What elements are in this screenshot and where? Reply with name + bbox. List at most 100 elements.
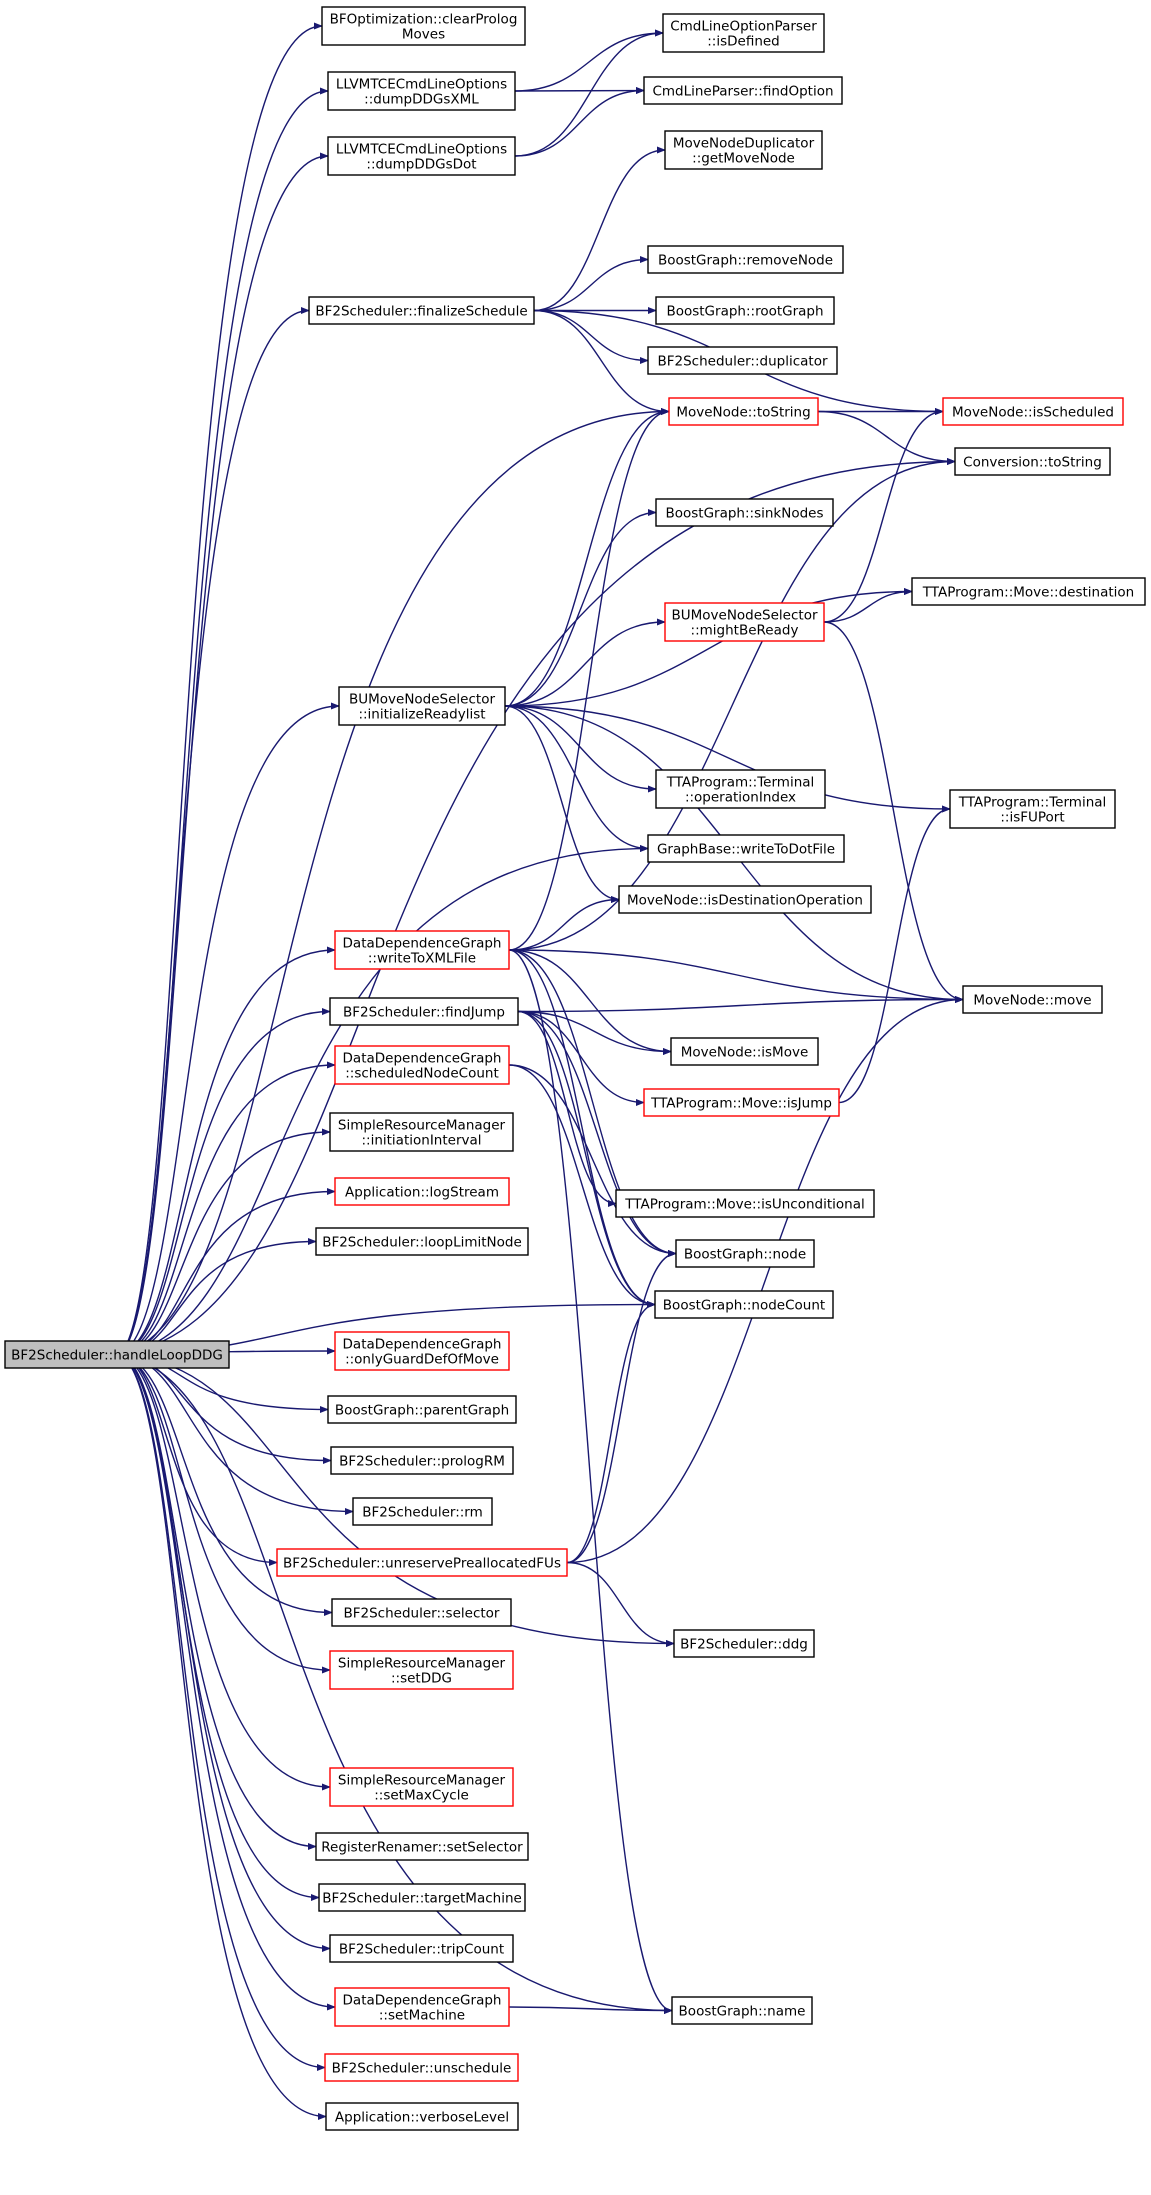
node-isJump[interactable]: TTAProgram::Move::isJump bbox=[643, 1088, 840, 1117]
node-box bbox=[331, 1598, 512, 1627]
edge-root-to-setMaxCycle bbox=[119, 1353, 331, 1791]
node-box bbox=[321, 6, 526, 46]
node-initInterval[interactable]: SimpleResourceManager::initiationInterva… bbox=[329, 1112, 514, 1152]
node-duplicator[interactable]: BF2Scheduler::duplicator bbox=[647, 346, 838, 375]
node-initReady[interactable]: BUMoveNodeSelector::initializeReadylist bbox=[338, 686, 506, 726]
edge-writeXML-to-convToString bbox=[508, 457, 956, 951]
node-box bbox=[329, 997, 519, 1026]
edge-root-to-tripCount bbox=[119, 1353, 331, 1953]
edge-root-to-setSelector bbox=[119, 1353, 317, 1851]
node-isDefined[interactable]: CmdLineOptionParser::isDefined bbox=[662, 13, 825, 53]
node-finalize[interactable]: BF2Scheduler::finalizeSchedule bbox=[308, 296, 535, 325]
node-targetMachine[interactable]: BF2Scheduler::targetMachine bbox=[318, 1883, 526, 1912]
node-box bbox=[324, 2053, 519, 2082]
node-label: BF2Scheduler::findJump bbox=[343, 1005, 505, 1021]
node-label: ::mightBeReady bbox=[691, 623, 799, 639]
node-loopLimit[interactable]: BF2Scheduler::loopLimitNode bbox=[315, 1227, 529, 1256]
edge-unreserve-to-nodeCount bbox=[566, 1300, 656, 1564]
node-box bbox=[329, 1934, 514, 1963]
node-box bbox=[949, 789, 1116, 829]
node-setDDG[interactable]: SimpleResourceManager::setDDG bbox=[329, 1650, 514, 1690]
node-isDestOp[interactable]: MoveNode::isDestinationOperation bbox=[618, 885, 872, 914]
node-tripCount[interactable]: BF2Scheduler::tripCount bbox=[329, 1934, 514, 1963]
edge-root-to-schedCount bbox=[119, 1061, 336, 1356]
node-dumpXML[interactable]: LLVMTCECmdLineOptions::dumpDDGsXML bbox=[327, 71, 516, 111]
node-opIndex[interactable]: TTAProgram::Terminal::operationIndex bbox=[655, 769, 826, 809]
node-label: DataDependenceGraph bbox=[343, 936, 502, 952]
edge-mightBeReady-to-destination bbox=[823, 587, 913, 623]
node-label: ::onlyGuardDefOfMove bbox=[345, 1352, 499, 1368]
node-findOption[interactable]: CmdLineParser::findOption bbox=[643, 76, 843, 105]
node-bgName[interactable]: BoostGraph::name bbox=[671, 1996, 813, 2025]
node-label: DataDependenceGraph bbox=[343, 1993, 502, 2009]
node-findJump[interactable]: BF2Scheduler::findJump bbox=[329, 997, 519, 1026]
edge-unreserve-to-mnMove bbox=[566, 995, 964, 1564]
node-convToString[interactable]: Conversion::toString bbox=[954, 447, 1111, 476]
node-isUncond[interactable]: TTAProgram::Move::isUnconditional bbox=[615, 1189, 875, 1218]
node-bgNode[interactable]: BoostGraph::node bbox=[675, 1239, 815, 1268]
node-isMove[interactable]: MoveNode::isMove bbox=[670, 1037, 819, 1066]
node-box bbox=[647, 834, 845, 863]
node-destination[interactable]: TTAProgram::Move::destination bbox=[911, 577, 1146, 606]
node-verbose[interactable]: Application::verboseLevel bbox=[325, 2102, 519, 2131]
node-label: BoostGraph::parentGraph bbox=[335, 1403, 509, 1419]
node-dumpDot[interactable]: LLVMTCECmdLineOptions::dumpDDGsDot bbox=[327, 136, 516, 176]
node-box bbox=[643, 76, 843, 105]
node-box bbox=[643, 1088, 840, 1117]
node-isScheduled[interactable]: MoveNode::isScheduled bbox=[942, 397, 1124, 426]
node-parentGraph[interactable]: BoostGraph::parentGraph bbox=[327, 1395, 517, 1424]
node-rootGraph[interactable]: BoostGraph::rootGraph bbox=[655, 296, 835, 325]
node-label: ::dumpDDGsDot bbox=[366, 157, 476, 173]
edge-root-to-mnToString bbox=[119, 407, 670, 1356]
node-label: BoostGraph::rootGraph bbox=[666, 304, 823, 320]
node-box bbox=[647, 346, 838, 375]
node-schedCount[interactable]: DataDependenceGraph::scheduledNodeCount bbox=[334, 1045, 510, 1085]
node-onlyGuard[interactable]: DataDependenceGraph::onlyGuardDefOfMove bbox=[334, 1331, 510, 1371]
node-logStream[interactable]: Application::logStream bbox=[334, 1177, 510, 1206]
edge-root-to-initInterval bbox=[119, 1128, 331, 1356]
node-mnToString[interactable]: MoveNode::toString bbox=[668, 397, 819, 426]
node-writeDot[interactable]: GraphBase::writeToDotFile bbox=[647, 834, 845, 863]
node-box bbox=[330, 1446, 514, 1475]
edge-root-to-writeXML bbox=[119, 946, 336, 1356]
node-box bbox=[615, 1189, 875, 1218]
node-label: BF2Scheduler::selector bbox=[344, 1606, 500, 1622]
node-label: SimpleResourceManager bbox=[338, 1656, 506, 1672]
node-writeXML[interactable]: DataDependenceGraph::writeToXMLFile bbox=[334, 930, 510, 970]
node-isFUPort[interactable]: TTAProgram::Terminal::isFUPort bbox=[949, 789, 1116, 829]
node-nodeCount[interactable]: BoostGraph::nodeCount bbox=[654, 1290, 834, 1319]
node-label: BF2Scheduler::handleLoopDDG bbox=[11, 1348, 223, 1364]
node-unreserve[interactable]: BF2Scheduler::unreservePreallocatedFUs bbox=[276, 1548, 568, 1577]
node-sinkNodes[interactable]: BoostGraph::sinkNodes bbox=[655, 498, 834, 527]
edge-finalize-to-mnToString bbox=[533, 309, 670, 416]
node-rm[interactable]: BF2Scheduler::rm bbox=[352, 1497, 493, 1526]
node-label: ::isDefined bbox=[707, 34, 780, 50]
node-label: BoostGraph::removeNode bbox=[658, 253, 833, 269]
node-selector[interactable]: BF2Scheduler::selector bbox=[331, 1598, 512, 1627]
node-box bbox=[654, 1290, 834, 1319]
node-mightBeReady[interactable]: BUMoveNodeSelector::mightBeReady bbox=[664, 602, 825, 642]
node-setMachine[interactable]: DataDependenceGraph::setMachine bbox=[334, 1987, 510, 2027]
edge-root-to-selector bbox=[119, 1353, 333, 1617]
node-mnMove[interactable]: MoveNode::move bbox=[962, 985, 1103, 1014]
node-label: TTAProgram::Move::destination bbox=[922, 585, 1134, 601]
node-label: BF2Scheduler::tripCount bbox=[339, 1942, 504, 1958]
node-label: GraphBase::writeToDotFile bbox=[657, 842, 835, 858]
node-getMoveNode[interactable]: MoveNodeDuplicator::getMoveNode bbox=[664, 130, 823, 170]
node-setMaxCycle[interactable]: SimpleResourceManager::setMaxCycle bbox=[329, 1767, 514, 1807]
node-box bbox=[334, 930, 510, 970]
node-label: BF2Scheduler::prologRM bbox=[339, 1454, 505, 1470]
edge-initReady-to-sinkNodes bbox=[504, 508, 657, 707]
node-prologRM[interactable]: BF2Scheduler::prologRM bbox=[330, 1446, 514, 1475]
node-box bbox=[334, 1987, 510, 2027]
node-label: TTAProgram::Move::isJump bbox=[650, 1096, 832, 1112]
node-setSelector[interactable]: RegisterRenamer::setSelector bbox=[315, 1832, 529, 1861]
node-removeNode[interactable]: BoostGraph::removeNode bbox=[647, 245, 844, 274]
node-unschedule[interactable]: BF2Scheduler::unschedule bbox=[324, 2053, 519, 2082]
node-ddg[interactable]: BF2Scheduler::ddg bbox=[673, 1629, 815, 1658]
node-label: BF2Scheduler::loopLimitNode bbox=[322, 1235, 522, 1251]
node-root[interactable]: BF2Scheduler::handleLoopDDG bbox=[4, 1340, 230, 1369]
node-label: ::setMaxCycle bbox=[374, 1788, 469, 1804]
